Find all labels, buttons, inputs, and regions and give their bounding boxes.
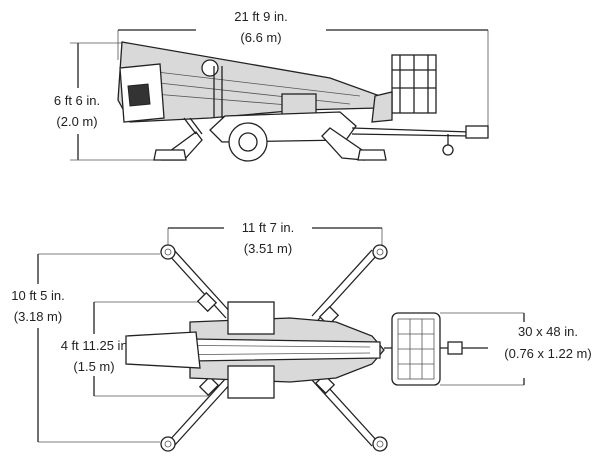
chassis-width-imperial: 4 ft 11.25 in. bbox=[61, 338, 132, 353]
outrigger-span-length-imperial: 11 ft 7 in. bbox=[242, 220, 295, 235]
overall-length-imperial: 21 ft 9 in. bbox=[234, 9, 287, 24]
stowed-height-dimension: 6 ft 6 in. (2.0 m) bbox=[54, 42, 160, 161]
stowed-height-imperial: 6 ft 6 in. bbox=[54, 93, 100, 108]
platform-size-metric: (0.76 x 1.22 m) bbox=[504, 346, 591, 361]
chassis-width-metric: (1.5 m) bbox=[73, 359, 114, 374]
lift-side-illustration bbox=[117, 41, 489, 162]
platform-basket bbox=[371, 54, 437, 123]
side-view: 21 ft 9 in. (6.6 m) 6 ft 6 in. (2.0 m) bbox=[54, 9, 489, 162]
lift-top-illustration bbox=[125, 244, 488, 452]
side-outriggers bbox=[153, 117, 387, 161]
chassis-width-dimension: 4 ft 11.25 in. (1.5 m) bbox=[61, 301, 208, 397]
platform-basket-top bbox=[391, 312, 441, 386]
overall-length-dimension: 21 ft 9 in. (6.6 m) bbox=[117, 9, 489, 130]
outrigger-span-length-metric: (3.51 m) bbox=[244, 241, 292, 256]
platform-size-dimension: 30 x 48 in. (0.76 x 1.22 m) bbox=[440, 312, 592, 386]
outrigger-span-width-metric: (3.18 m) bbox=[14, 309, 62, 324]
platform-size-imperial: 30 x 48 in. bbox=[518, 324, 578, 339]
outrigger-span-width-dimension: 10 ft 5 in. (3.18 m) bbox=[11, 253, 160, 443]
outrigger-span-length-dimension: 11 ft 7 in. (3.51 m) bbox=[167, 220, 383, 256]
stowed-height-metric: (2.0 m) bbox=[56, 114, 97, 129]
wheel bbox=[228, 122, 268, 162]
top-view: 11 ft 7 in. (3.51 m) 10 ft 5 in. (3.18 m… bbox=[11, 220, 592, 452]
outrigger-span-width-imperial: 10 ft 5 in. bbox=[11, 288, 64, 303]
overall-length-metric: (6.6 m) bbox=[240, 30, 281, 45]
